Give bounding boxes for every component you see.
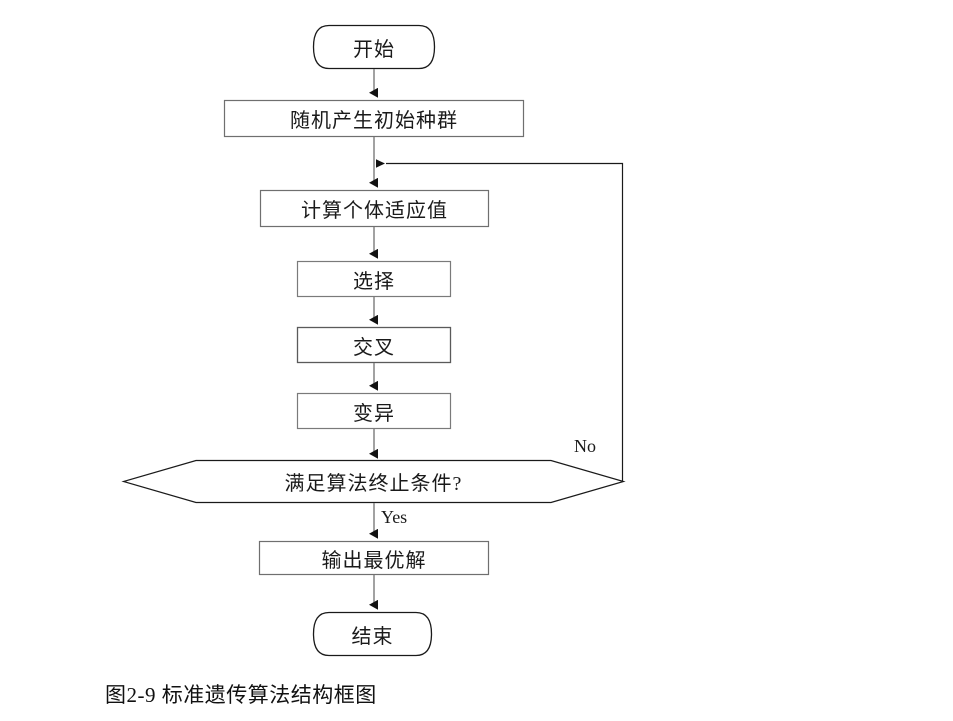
edge-decision-to-fitness-feedback <box>386 162 624 481</box>
figure-caption: 图2-9 标准遗传算法结构框图 <box>105 683 377 707</box>
node-decision-shape <box>121 459 626 504</box>
feedback-arrowhead <box>376 159 385 168</box>
node-init-shape <box>223 99 525 138</box>
node-end-shape <box>312 611 433 657</box>
node-crossover-shape <box>296 326 452 364</box>
node-mutate-shape <box>296 392 452 430</box>
node-output-shape <box>258 540 490 576</box>
node-select-shape <box>296 260 452 298</box>
edge-label-no: No <box>574 436 596 456</box>
edge-label-yes: Yes <box>381 507 408 527</box>
node-fitness-shape <box>259 189 490 228</box>
node-start-shape <box>312 24 436 70</box>
